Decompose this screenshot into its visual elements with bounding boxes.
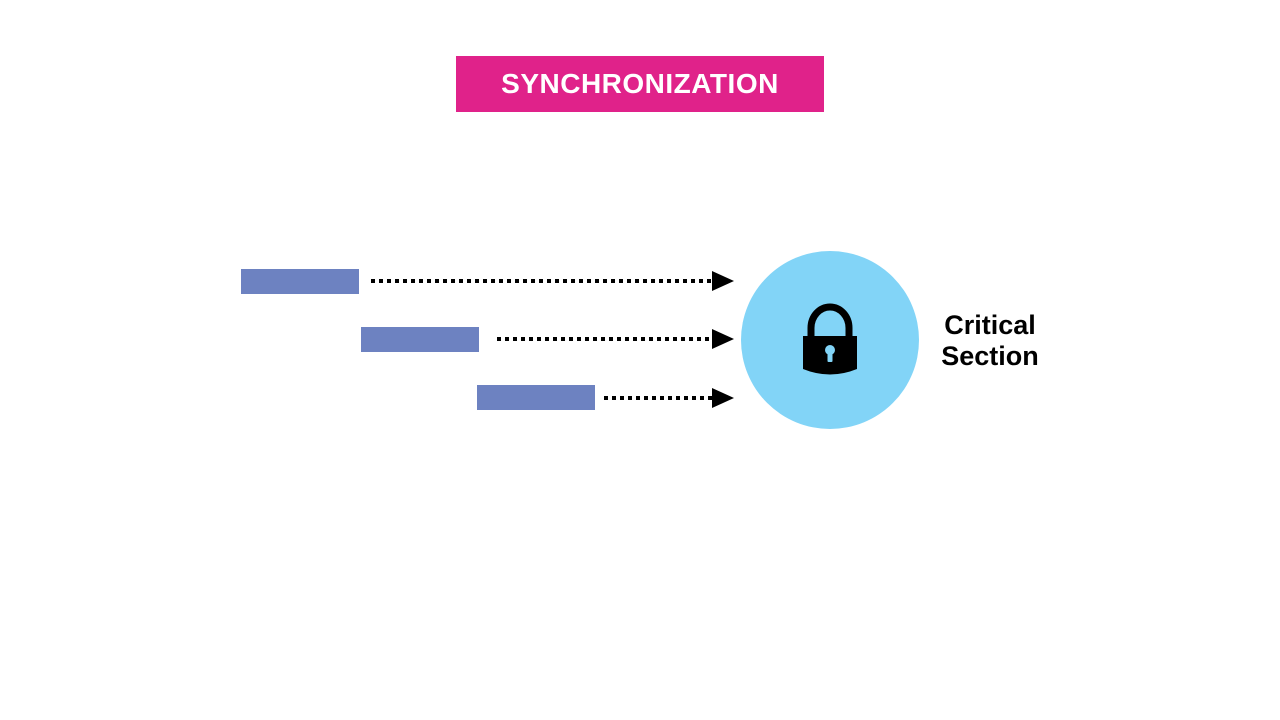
- thread-bar-1: [241, 269, 359, 294]
- arrow-1: [371, 271, 734, 291]
- slide-title: SYNCHRONIZATION: [501, 68, 779, 99]
- thread-bar-2: [361, 327, 479, 352]
- lock-icon: [803, 303, 857, 375]
- arrow-3: [604, 388, 734, 408]
- critical-section-label: Critical Section: [930, 310, 1050, 372]
- arrow-2: [497, 329, 734, 349]
- title-banner: SYNCHRONIZATION: [456, 56, 824, 112]
- thread-bar-3: [477, 385, 595, 410]
- critical-label-line2: Section: [941, 341, 1039, 371]
- critical-label-line1: Critical: [944, 310, 1036, 340]
